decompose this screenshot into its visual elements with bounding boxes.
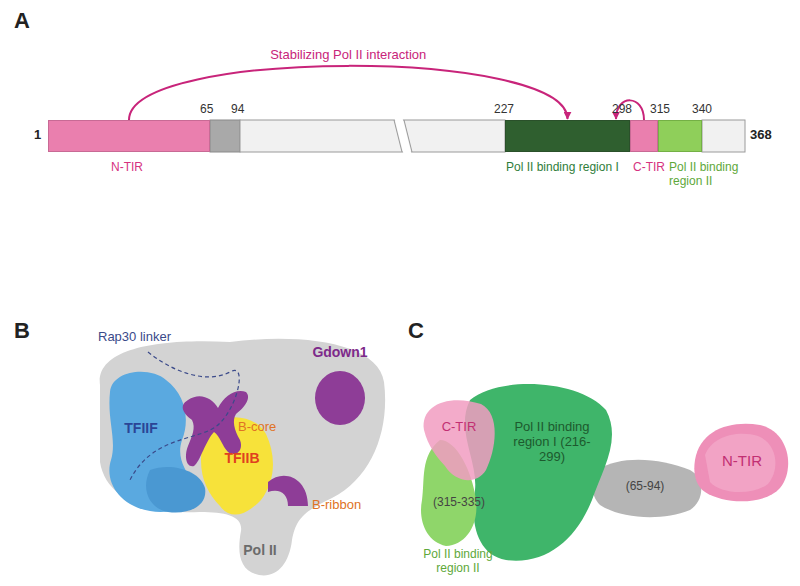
part-label: Rap30 linker	[98, 330, 171, 345]
gdown1-segment	[268, 476, 308, 506]
axis-break	[394, 116, 412, 156]
gdown1-node: Gdown1	[298, 344, 382, 428]
node-text: Pol II binding region I	[506, 161, 619, 175]
domain-c-tir	[424, 400, 495, 480]
node-text: N-TIR	[111, 161, 143, 175]
segment-plain	[702, 120, 745, 152]
domain-n-tir	[694, 424, 788, 502]
pol2-blob	[100, 339, 385, 576]
part-label: B-ribbon	[312, 498, 361, 513]
node-text: (65-94)	[606, 480, 684, 494]
region-ii-segment: Pol II binding region II	[658, 120, 702, 152]
node-text: Pol II binding region I (216-299)	[502, 420, 602, 465]
tfiib-node: TFIIB	[214, 448, 270, 470]
n-tir-domain: N-TIR	[706, 450, 778, 472]
c-tir-domain: C-TIR	[428, 418, 490, 440]
node-text: Pol II binding region II	[408, 548, 508, 576]
node-text: C-TIR	[428, 420, 490, 435]
residue-number: 368	[750, 128, 772, 143]
residue-number: 340	[692, 103, 712, 117]
tfiif-node: TFIIF	[110, 418, 172, 440]
region-i-domain: Pol II binding region I (216-299)	[502, 420, 602, 490]
residue-number: 94	[231, 103, 244, 117]
domain-65-94	[592, 460, 701, 517]
node-text: N-TIR	[706, 452, 778, 469]
node-text: TFIIF	[110, 420, 172, 436]
node-text: (315-335)	[426, 496, 492, 510]
tfiif-blob	[146, 467, 205, 513]
residue-number: 315	[650, 103, 670, 117]
edge-label: Stabilizing Pol II interaction	[267, 47, 429, 62]
panel-letter: C	[408, 318, 424, 343]
n-tir-segment: N-TIR	[48, 120, 210, 152]
interaction-arrow	[129, 66, 568, 120]
part-label: B-core	[238, 420, 276, 435]
complex-illustration	[100, 339, 385, 576]
domain-65-94-node: (65-94)	[606, 478, 684, 500]
segment-plain	[240, 120, 505, 152]
rap30-linker-line	[130, 352, 239, 480]
node-text: Pol II	[228, 542, 292, 558]
panel-letter: A	[14, 8, 30, 33]
gdown1-domain-map	[421, 384, 788, 561]
pol2-node: Pol II TFIIF TFIIB Gdown1	[90, 335, 390, 580]
node-text: TFIIB	[214, 450, 270, 466]
axis-break	[404, 120, 412, 152]
c-tir-segment: C-TIR	[630, 120, 658, 152]
residue-number: 227	[494, 103, 514, 117]
region-i-segment: Pol II binding region I	[505, 120, 630, 152]
node-text: C-TIR	[633, 161, 665, 175]
region-ii-domain: (315-335) Pol II binding region II	[408, 496, 508, 576]
residue-number: 65	[200, 103, 213, 117]
node-text: Gdown1	[298, 344, 382, 360]
residue-number: 298	[612, 103, 632, 117]
gdown1-domain	[315, 371, 365, 425]
segment-65-94	[210, 120, 240, 152]
node-text: Pol II binding region II	[669, 161, 761, 189]
axis-break	[394, 120, 402, 152]
residue-number: 1	[34, 128, 41, 143]
protein-bar	[210, 116, 745, 156]
panel-letter: B	[14, 318, 30, 343]
